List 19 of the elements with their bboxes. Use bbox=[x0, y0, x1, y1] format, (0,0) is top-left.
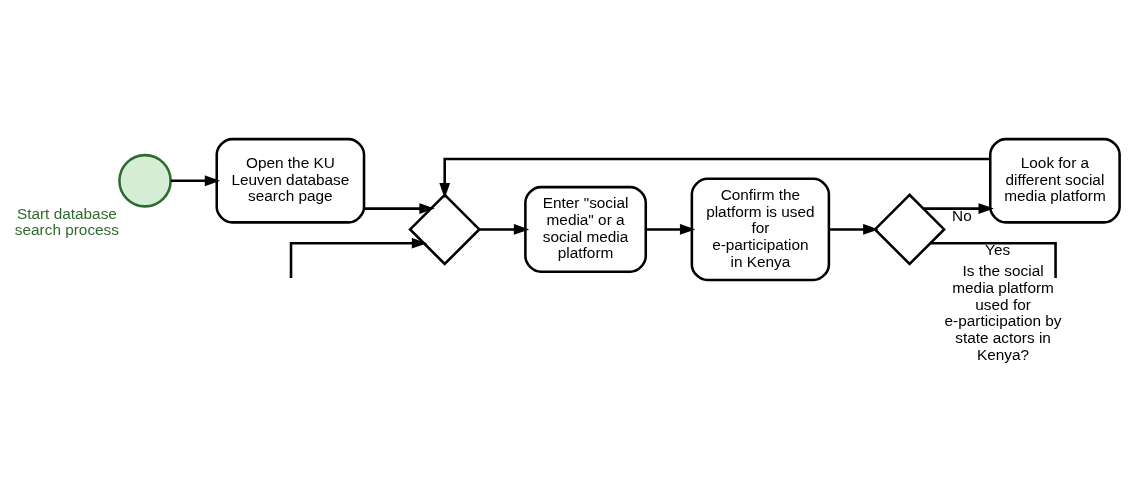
node-diamond bbox=[873, 193, 946, 266]
node-label: Is the social media platform used for e-participation by state actors in Kenya? bbox=[944, 262, 1062, 363]
connector bbox=[930, 241, 1057, 278]
node-label: Start database search process bbox=[14, 204, 119, 239]
node-circle bbox=[118, 153, 172, 208]
arrow bbox=[170, 175, 221, 187]
arrow bbox=[479, 224, 530, 235]
arrow bbox=[829, 224, 879, 235]
edge-label: Yes bbox=[985, 241, 1011, 259]
arrow bbox=[923, 203, 994, 214]
arrow bbox=[289, 237, 428, 278]
edge-label: No bbox=[952, 206, 972, 224]
arrow bbox=[364, 203, 435, 214]
node-box: Look for a different social media platform bbox=[989, 137, 1121, 224]
arrow bbox=[439, 157, 991, 199]
node-box: Open the KU Leuven database search page bbox=[215, 137, 366, 224]
node-box: Enter "social media" or a social media platform bbox=[524, 185, 648, 273]
node-box: Confirm the platform is used for e-participation in Kenya bbox=[690, 177, 831, 282]
arrow bbox=[646, 224, 696, 235]
